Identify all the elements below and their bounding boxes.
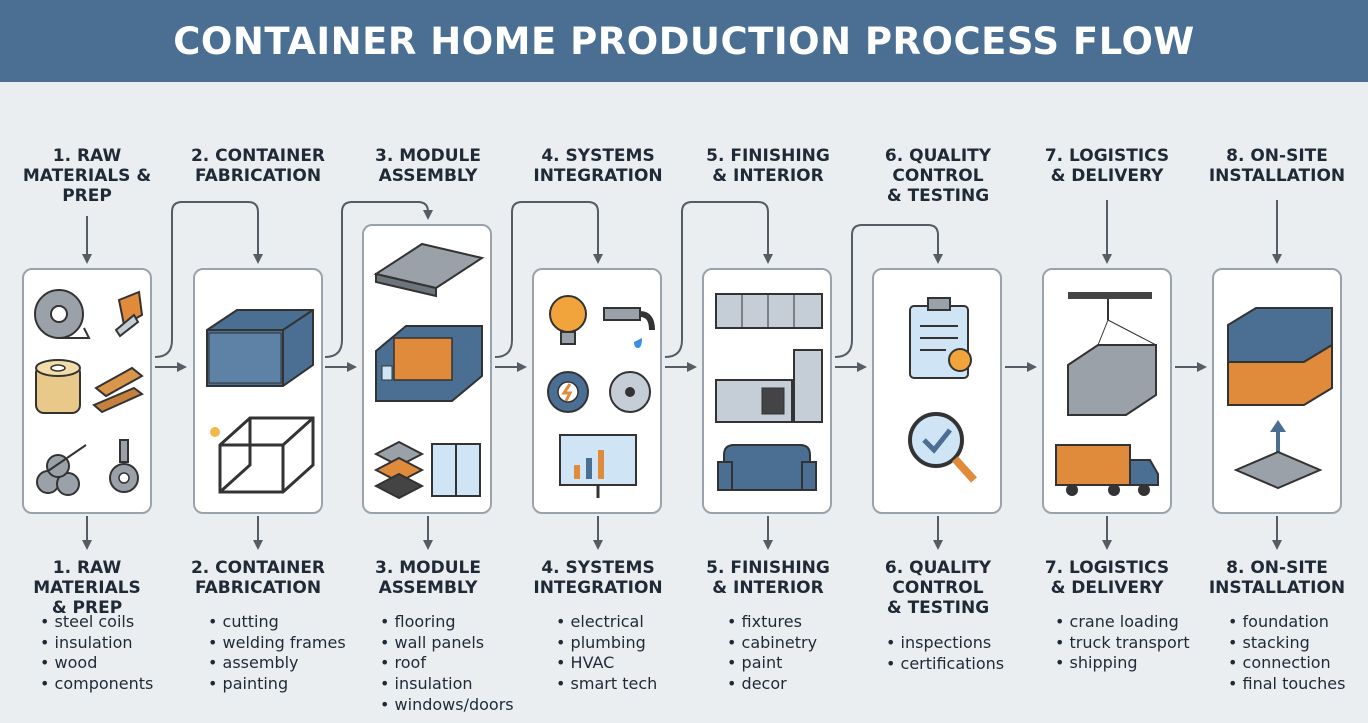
magnifier-check-icon bbox=[908, 412, 977, 483]
clipboard-certificate-icon bbox=[909, 297, 972, 379]
step-1-bullets: steel coils insulation wood components bbox=[40, 612, 190, 695]
welding-frame-icon bbox=[210, 416, 315, 494]
insulation-roll-icon bbox=[35, 359, 81, 414]
bullet-item: windows/doors bbox=[380, 695, 530, 716]
stacked-containers-icon bbox=[1227, 307, 1333, 406]
step-2-card bbox=[193, 268, 323, 514]
cabinets-icon bbox=[715, 293, 823, 329]
step-1-title: 1. RAW MATERIALS & PREP bbox=[22, 146, 152, 206]
light-bulb-icon bbox=[549, 295, 587, 345]
bullet-item: roof bbox=[380, 653, 530, 674]
step-2-summary-title: 2. CONTAINER FABRICATION bbox=[190, 558, 326, 598]
bullet-item: crane loading bbox=[1055, 612, 1205, 633]
sofa-icon bbox=[717, 444, 817, 491]
metal-sheet-icon bbox=[114, 290, 144, 338]
bullet-item: certifications bbox=[886, 654, 1036, 675]
hvac-fan-icon bbox=[609, 371, 651, 413]
step-6-summary-title: 6. QUALITY CONTROL & TESTING bbox=[884, 558, 992, 618]
bullet-item: components bbox=[40, 674, 190, 695]
step-8-card bbox=[1212, 268, 1342, 514]
bullet-item: shipping bbox=[1055, 653, 1205, 674]
bullet-item: welding frames bbox=[208, 633, 358, 654]
step-4-title: 4. SYSTEMS INTEGRATION bbox=[533, 146, 663, 186]
step-4-summary-title: 4. SYSTEMS INTEGRATION bbox=[533, 558, 663, 598]
step-3-summary-title: 3. MODULE ASSEMBLY bbox=[375, 558, 481, 598]
bullet-item: wall panels bbox=[380, 633, 530, 654]
kitchen-icon bbox=[715, 349, 823, 423]
step-5-summary-title: 5. FINISHING & INTERIOR bbox=[706, 558, 830, 598]
step-7-card bbox=[1042, 268, 1172, 514]
step-4-card bbox=[532, 268, 662, 514]
bullet-item: decor bbox=[727, 674, 877, 695]
steel-coil-icon bbox=[34, 289, 91, 339]
steel-pipes-icon bbox=[36, 444, 87, 496]
layered-materials-icon bbox=[373, 440, 425, 500]
step-8-summary-title: 8. ON-SITE INSTALLATION bbox=[1208, 558, 1346, 598]
bullet-item: foundation bbox=[1228, 612, 1368, 633]
power-gear-icon bbox=[547, 371, 589, 413]
bullet-item: insulation bbox=[40, 633, 190, 654]
faucet-icon bbox=[603, 307, 655, 348]
bullet-item: insulation bbox=[380, 674, 530, 695]
step-7-title: 7. LOGISTICS & DELIVERY bbox=[1044, 146, 1170, 186]
bullet-item: electrical bbox=[556, 612, 706, 633]
bullet-item: cabinetry bbox=[727, 633, 877, 654]
step-5-bullets: fixtures cabinetry paint decor bbox=[727, 612, 877, 695]
bolt-gear-icon bbox=[109, 439, 139, 493]
title-banner: CONTAINER HOME PRODUCTION PROCESS FLOW bbox=[0, 0, 1368, 82]
step-6-card bbox=[872, 268, 1002, 514]
step-3-card bbox=[362, 224, 492, 514]
bullet-item: connection bbox=[1228, 653, 1368, 674]
step-3-bullets: flooring wall panels roof insulation win… bbox=[380, 612, 530, 716]
step-1-summary-title: 1. RAW MATERIALS & PREP bbox=[33, 558, 141, 618]
step-8-title: 8. ON-SITE INSTALLATION bbox=[1208, 146, 1346, 186]
foundation-icon bbox=[1233, 420, 1323, 490]
bullet-item: wood bbox=[40, 653, 190, 674]
window-icon bbox=[431, 443, 481, 497]
wood-planks-icon bbox=[92, 366, 144, 414]
bullet-item: assembly bbox=[208, 653, 358, 674]
bullet-item: smart tech bbox=[556, 674, 706, 695]
bullet-item: stacking bbox=[1228, 633, 1368, 654]
page-title: CONTAINER HOME PRODUCTION PROCESS FLOW bbox=[173, 19, 1195, 63]
container-module-icon bbox=[375, 325, 483, 402]
bullet-item: paint bbox=[727, 653, 877, 674]
bullet-item: final touches bbox=[1228, 674, 1368, 695]
truck-icon bbox=[1055, 444, 1159, 496]
step-2-bullets: cutting welding frames assembly painting bbox=[208, 612, 358, 695]
bullet-item: inspections bbox=[886, 633, 1036, 654]
bullet-item: truck transport bbox=[1055, 633, 1205, 654]
step-8-bullets: foundation stacking connection final tou… bbox=[1228, 612, 1368, 695]
step-4-bullets: electrical plumbing HVAC smart tech bbox=[556, 612, 706, 695]
bullet-item: HVAC bbox=[556, 653, 706, 674]
crane-container-icon bbox=[1067, 292, 1157, 416]
step-7-summary-title: 7. LOGISTICS & DELIVERY bbox=[1044, 558, 1170, 598]
bullet-item: cutting bbox=[208, 612, 358, 633]
step-7-bullets: crane loading truck transport shipping bbox=[1055, 612, 1205, 674]
step-2-title: 2. CONTAINER FABRICATION bbox=[190, 146, 326, 186]
bullet-item: fixtures bbox=[727, 612, 877, 633]
shipping-container-icon bbox=[206, 309, 314, 387]
monitor-chart-icon bbox=[559, 434, 637, 498]
step-5-card bbox=[702, 268, 832, 514]
bullet-item: plumbing bbox=[556, 633, 706, 654]
step-5-title: 5. FINISHING & INTERIOR bbox=[706, 146, 830, 186]
step-6-title: 6. QUALITY CONTROL & TESTING bbox=[884, 146, 992, 206]
bullet-item: steel coils bbox=[40, 612, 190, 633]
floor-panels-icon bbox=[373, 242, 485, 298]
step-3-title: 3. MODULE ASSEMBLY bbox=[375, 146, 481, 186]
step-1-card bbox=[22, 268, 152, 514]
bullet-item: painting bbox=[208, 674, 358, 695]
bullet-item: flooring bbox=[380, 612, 530, 633]
step-6-bullets: inspections certifications bbox=[886, 633, 1036, 674]
